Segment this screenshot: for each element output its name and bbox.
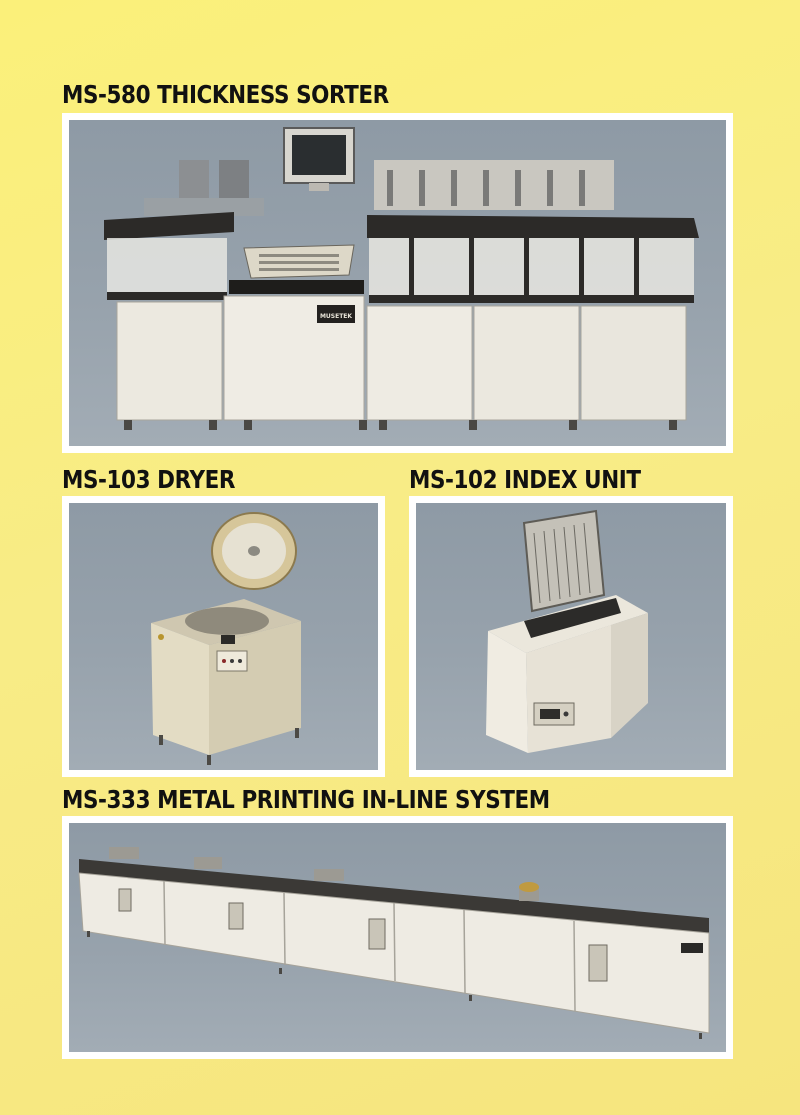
inline-system-photo <box>69 823 726 1052</box>
dryer-heading: MS-103 DRYER <box>62 465 236 494</box>
index-unit-photo-frame <box>409 496 733 777</box>
inline-system-heading: MS-333 METAL PRINTING IN-LINE SYSTEM <box>62 785 550 814</box>
index-unit-heading: MS-102 INDEX UNIT <box>409 465 641 494</box>
index-unit-machine-illustration <box>486 509 648 753</box>
thickness-sorter-machine-illustration: MUSETEK <box>104 127 699 430</box>
thickness-sorter-heading: MS-580 THICKNESS SORTER <box>62 80 389 109</box>
dryer-photo <box>69 503 378 770</box>
dryer-machine-illustration <box>151 512 301 765</box>
inline-system-machine-illustration <box>78 847 710 1039</box>
index-unit-photo <box>416 503 726 770</box>
inline-system-photo-frame <box>62 816 733 1059</box>
dryer-photo-frame <box>62 496 385 777</box>
thickness-sorter-photo: MUSETEK <box>69 120 726 446</box>
thickness-sorter-photo-frame: MUSETEK <box>62 113 733 453</box>
musetek-logo-text: MUSETEK <box>320 313 352 320</box>
